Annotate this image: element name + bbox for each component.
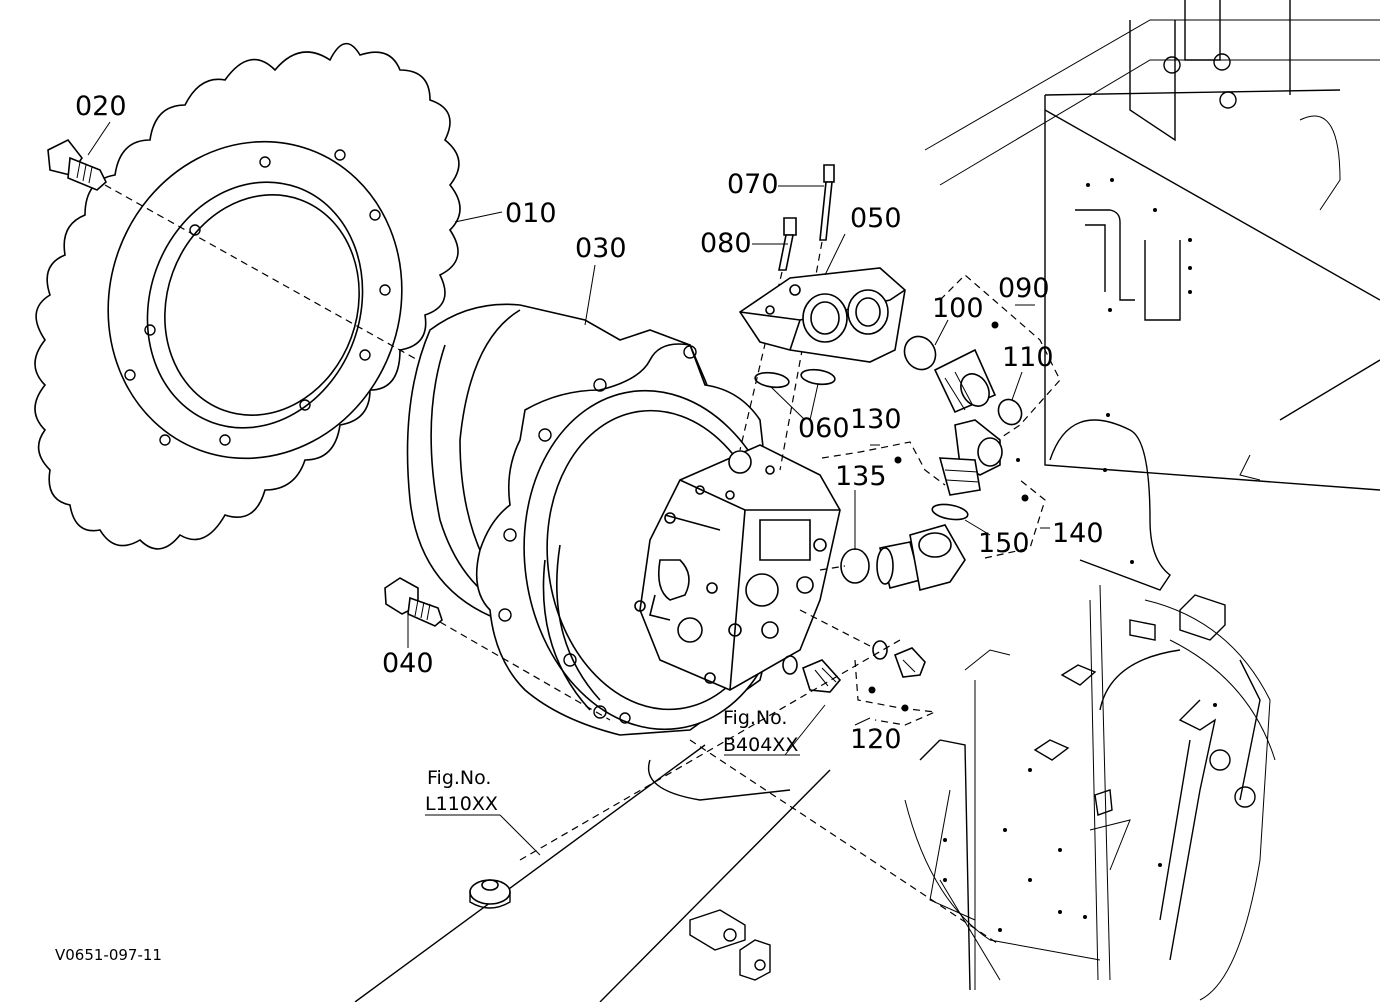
leader-lines <box>87 121 1050 946</box>
label-040: 040 <box>382 648 434 679</box>
label-050: 050 <box>850 203 902 234</box>
label-140: 140 <box>1052 518 1104 549</box>
label-070: 070 <box>727 169 779 200</box>
label-080: 080 <box>700 228 752 259</box>
elbow-fitting-130 <box>819 441 966 591</box>
elbow-fitting-140 <box>931 419 1046 559</box>
machine-frame <box>904 0 1380 1001</box>
figure-reference-l110xx[interactable]: Fig.No. L110XX <box>425 767 498 815</box>
label-010: 010 <box>505 198 557 229</box>
sprocket-010 <box>34 42 461 550</box>
label-150: 150 <box>978 528 1030 559</box>
label-060: 060 <box>798 413 850 444</box>
part-labels: 020 010 030 040 070 080 050 060 090 100 … <box>75 91 1104 755</box>
valve-block <box>634 444 841 691</box>
reference-code[interactable]: B404XX <box>723 734 798 756</box>
bolt-040 <box>384 577 611 721</box>
label-090: 090 <box>998 273 1050 304</box>
drawing-code: V0651-097-11 <box>55 946 162 964</box>
fitting-120 <box>782 609 938 726</box>
flange-050 <box>738 267 906 363</box>
reference-fig-label: Fig.No. <box>723 707 787 729</box>
figure-reference-b404xx[interactable]: Fig.No. B404XX <box>723 707 798 756</box>
label-130: 130 <box>850 404 902 435</box>
track-frame <box>354 744 831 1003</box>
label-030: 030 <box>575 233 627 264</box>
label-120: 120 <box>850 724 902 755</box>
label-100: 100 <box>932 293 984 324</box>
reference-fig-label: Fig.No. <box>427 767 491 789</box>
label-135: 135 <box>835 461 887 492</box>
reference-code[interactable]: L110XX <box>425 793 498 815</box>
fitting-090 <box>903 274 1061 446</box>
label-110: 110 <box>1002 342 1054 373</box>
label-020: 020 <box>75 91 127 122</box>
